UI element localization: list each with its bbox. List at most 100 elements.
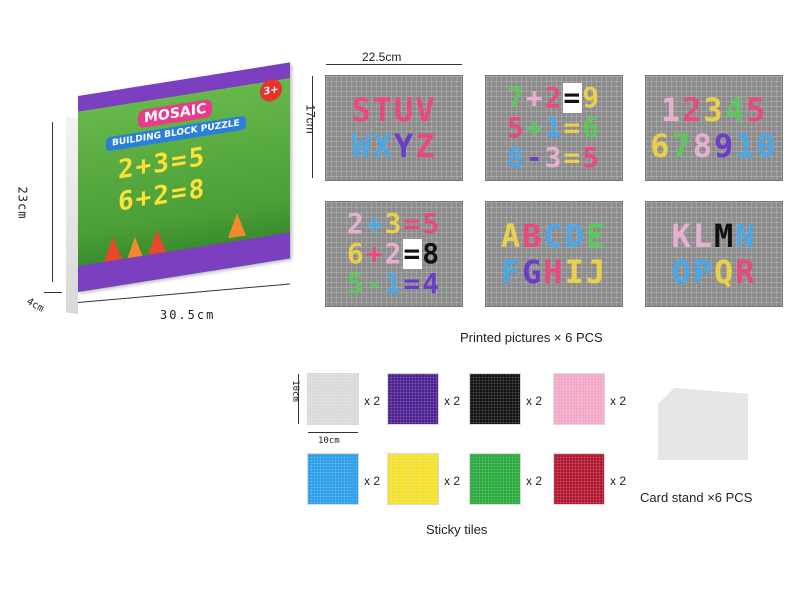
card-glyph: 2 <box>544 81 564 114</box>
card-glyph: V <box>415 91 437 129</box>
tile-height-label: 10cm <box>289 380 300 402</box>
card-glyph: 3 <box>544 141 564 174</box>
card-glyph: W <box>351 127 373 165</box>
card-glyph: 2 <box>346 207 366 240</box>
card-line: STUV <box>326 92 462 128</box>
card-glyph: 9 <box>714 127 736 165</box>
card-line: 2+3=5 <box>326 209 462 239</box>
card-glyph: P <box>692 253 714 291</box>
card-glyph: + <box>365 207 385 240</box>
tile-quantity: x 2 <box>364 474 381 488</box>
sticky-tile <box>554 454 604 504</box>
sticky-tile <box>388 454 438 504</box>
card-glyph: = <box>563 81 583 114</box>
card-height-label: 17cm <box>303 104 318 134</box>
card-glyph: X <box>372 127 394 165</box>
box-front-panel: 3+ MOSAIC BUILDING BLOCK PUZZLE 2+3=5 6+… <box>78 62 290 292</box>
card-glyph: = <box>563 141 583 174</box>
tile-quantity: x 2 <box>444 394 461 408</box>
card-glyph: C <box>543 217 565 255</box>
card-stand-image <box>658 388 748 460</box>
card-glyph: 2 <box>384 237 404 270</box>
card-glyph: B <box>522 217 544 255</box>
card-line: FGHIJ <box>486 254 622 290</box>
card-line: OPQR <box>646 254 782 290</box>
card-glyph: 6 <box>582 111 602 144</box>
card-glyph: 1 <box>384 267 404 300</box>
tile-quantity: x 2 <box>526 394 543 408</box>
card-glyph: K <box>671 217 693 255</box>
card-glyph: + <box>525 111 545 144</box>
card-line: 5-1=4 <box>326 269 462 299</box>
card-width-line <box>326 64 462 65</box>
card-glyph: G <box>522 253 544 291</box>
card-glyph: 4 <box>422 267 442 300</box>
card-glyph: I <box>564 253 586 291</box>
card-glyph: 3 <box>384 207 404 240</box>
card-glyph: 10 <box>735 127 778 165</box>
card-glyph: M <box>714 217 736 255</box>
card-line: WXYZ <box>326 128 462 164</box>
card-glyph: S <box>351 91 373 129</box>
card-glyph: 1 <box>544 111 564 144</box>
card-glyph: O <box>671 253 693 291</box>
card-glyph: 6 <box>346 237 366 270</box>
card-width-label: 22.5cm <box>362 50 402 64</box>
card-glyph: Q <box>714 253 736 291</box>
sticky-tile <box>308 374 358 424</box>
card-glyph: 7 <box>506 81 526 114</box>
tile-height-line <box>298 374 299 424</box>
card-glyph: H <box>543 253 565 291</box>
tree-decoration <box>148 228 166 255</box>
tile-width-label: 10cm <box>318 436 340 446</box>
sticky-tile <box>470 454 520 504</box>
card-stand-label: Card stand ×6 PCS <box>640 490 753 505</box>
card-line: 8-3=5 <box>486 143 622 173</box>
card-glyph: + <box>525 81 545 114</box>
card-glyph: 5 <box>745 91 768 129</box>
sticky-tile <box>554 374 604 424</box>
card-glyph: 5 <box>346 267 366 300</box>
card-glyph: 6 <box>650 127 672 165</box>
card-glyph: = <box>403 207 423 240</box>
card-glyph: 5 <box>422 207 442 240</box>
sticky-tile <box>308 454 358 504</box>
card-glyph: U <box>394 91 416 129</box>
printed-pictures-label: Printed pictures × 6 PCS <box>460 330 603 345</box>
card-glyph: 5 <box>582 141 602 174</box>
box-depth-label: 4cm <box>24 296 46 315</box>
card-glyph: - <box>525 141 545 174</box>
card-glyph: 5 <box>506 111 526 144</box>
tile-quantity: x 2 <box>610 474 627 488</box>
card-glyph: - <box>365 267 385 300</box>
card-glyph: 1 <box>660 91 683 129</box>
card-glyph: 4 <box>724 91 746 129</box>
card-glyph: 9 <box>582 81 602 114</box>
card-glyph: Y <box>394 127 416 165</box>
card-glyph: A <box>500 217 523 255</box>
box-width-label: 30.5cm <box>160 308 216 322</box>
card-glyph: + <box>365 237 385 270</box>
card-glyph: R <box>735 253 757 291</box>
card-line: 678910 <box>646 128 782 164</box>
card-glyph: F <box>500 253 523 291</box>
sticky-tile <box>388 374 438 424</box>
card-glyph: 7 <box>671 127 693 165</box>
tile-quantity: x 2 <box>444 474 461 488</box>
card-glyph: 8 <box>692 127 714 165</box>
card-glyph: T <box>372 91 394 129</box>
tile-quantity: x 2 <box>526 474 543 488</box>
card-glyph: 3 <box>703 91 725 129</box>
box-height-line <box>52 122 53 282</box>
card-glyph: = <box>403 267 423 300</box>
tile-quantity: x 2 <box>364 394 381 408</box>
card-line: ABCDE <box>486 218 622 254</box>
card-glyph: 2 <box>682 91 704 129</box>
card-line: KLMN <box>646 218 782 254</box>
